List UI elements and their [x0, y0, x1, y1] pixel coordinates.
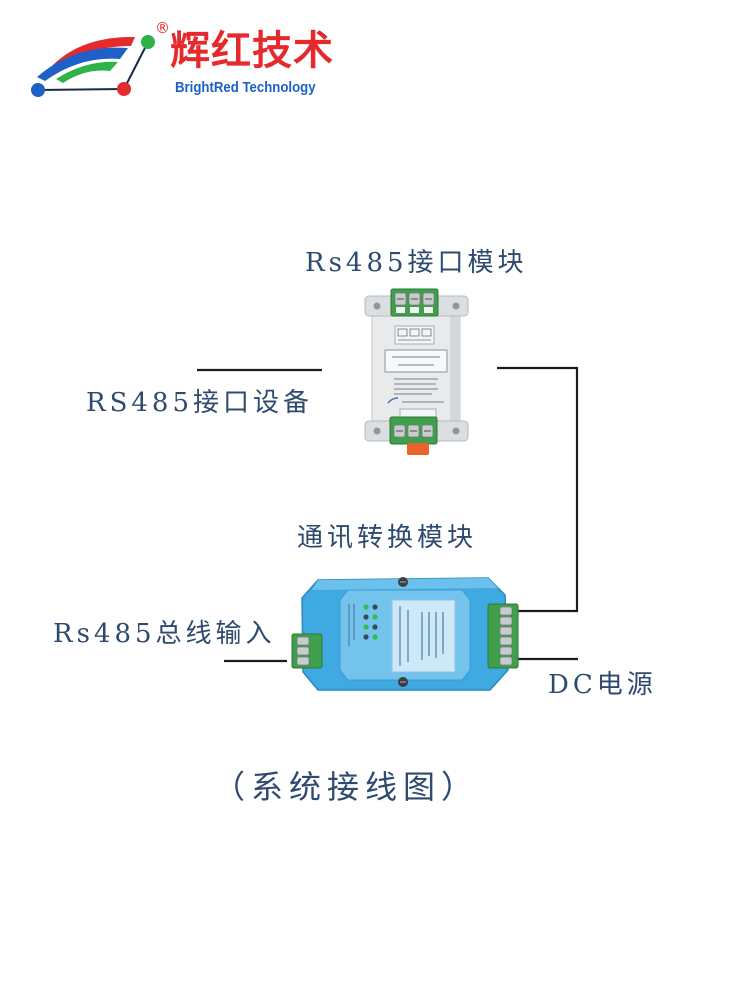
logo-green-dot — [141, 35, 155, 49]
screw — [296, 636, 310, 646]
top-terminal-screws — [394, 292, 435, 313]
brand-name-en: BrightRed Technology — [175, 79, 316, 96]
led — [372, 634, 378, 640]
logo-base-line — [37, 88, 125, 91]
label-interface-module: Rs485接口模块 — [305, 248, 528, 278]
led — [363, 614, 369, 620]
led — [363, 624, 369, 630]
label-interface-device: RS485接口设备 — [86, 388, 314, 418]
mounting-hole — [373, 302, 381, 310]
bottom-connector — [407, 443, 429, 455]
logo-diagonal-line — [123, 41, 149, 90]
right-terminal-screws — [499, 606, 513, 666]
indicator-box — [397, 328, 408, 337]
converter-label-plate — [391, 599, 456, 673]
indicator-boxes — [397, 328, 432, 341]
status-leds — [363, 604, 378, 640]
model-label-box — [384, 349, 448, 373]
led — [372, 624, 378, 630]
screw — [499, 646, 513, 656]
logo-blue-swoosh — [37, 47, 128, 81]
led — [372, 604, 378, 610]
logo-red-swoosh — [50, 36, 135, 73]
screw — [499, 606, 513, 616]
wire-entry — [396, 307, 405, 313]
left-terminal-screws — [296, 636, 310, 666]
wire-entry — [424, 307, 433, 313]
label-converter-module: 通讯转换模块 — [297, 523, 478, 553]
mounting-hole — [373, 427, 381, 435]
registered-mark: ® — [155, 19, 170, 37]
led — [363, 634, 369, 640]
mounting-hole — [452, 427, 460, 435]
indicator-label-strip — [394, 325, 435, 345]
brand-name-cn: 辉红技术 — [170, 28, 334, 74]
label-bus-input: Rs485总线输入 — [53, 619, 276, 649]
mounting-hole — [452, 302, 460, 310]
communication-converter-module — [291, 577, 519, 691]
company-mark — [387, 397, 399, 404]
printed-text-lines — [387, 356, 444, 404]
screw — [499, 626, 513, 636]
bottom-terminal-screws — [393, 424, 434, 438]
logo-green-swoosh — [56, 61, 118, 83]
screw — [499, 636, 513, 646]
screw — [296, 656, 310, 666]
led — [363, 604, 369, 610]
wire-entry — [410, 307, 419, 313]
logo-red-dot — [117, 82, 131, 96]
module-body-shade — [450, 314, 460, 437]
rs485-interface-module — [364, 288, 469, 455]
converter-printed-text-lines — [348, 604, 444, 666]
indicator-box — [421, 328, 432, 337]
screw — [499, 656, 513, 666]
led — [372, 614, 378, 620]
brand-logo-mark — [31, 35, 155, 97]
diagram-caption: （系统接线图） — [213, 768, 480, 806]
logo-blue-dot — [31, 83, 45, 97]
screw — [499, 616, 513, 626]
indicator-box — [409, 328, 420, 337]
label-dc-power: DC电源 — [548, 670, 657, 700]
screw — [296, 646, 310, 656]
